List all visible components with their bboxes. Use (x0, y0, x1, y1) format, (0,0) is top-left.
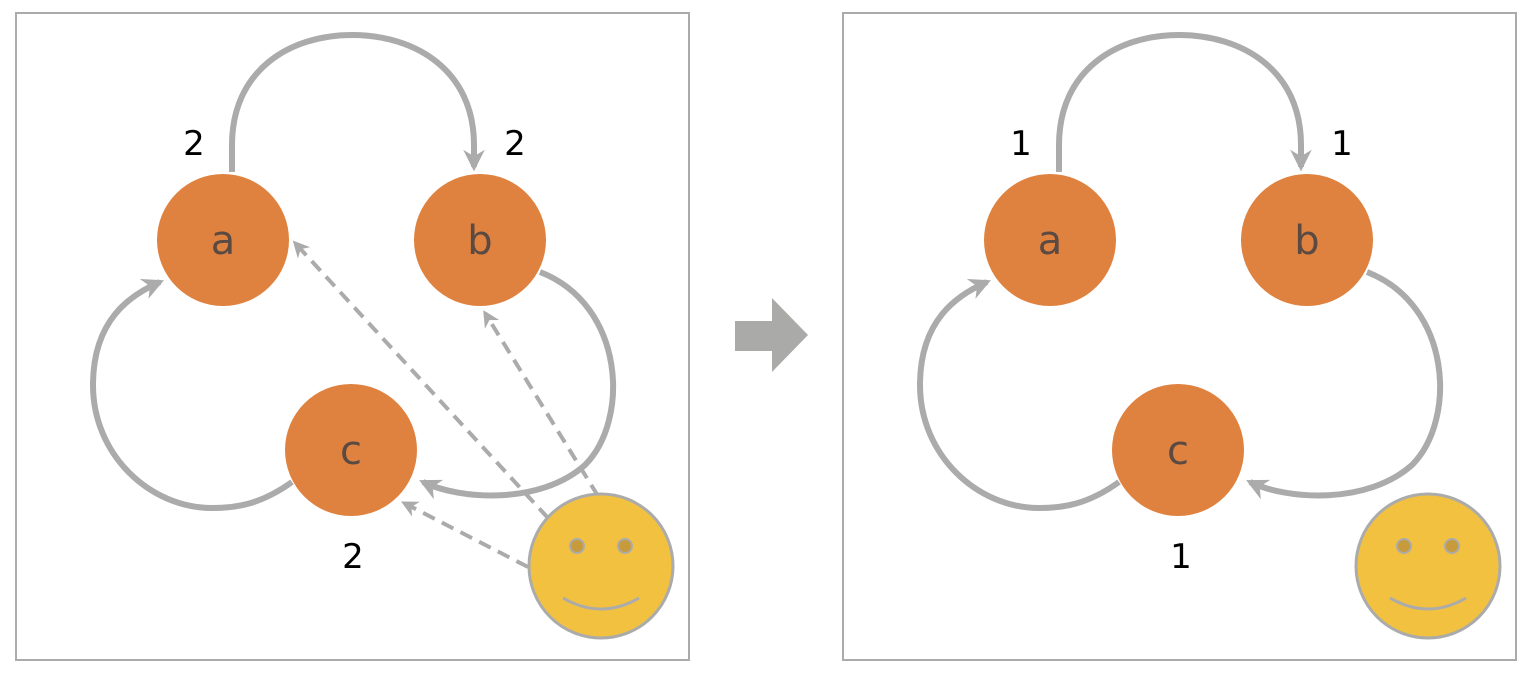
node-b-count: 1 (1331, 124, 1353, 164)
node-a[interactable]: a (984, 174, 1116, 306)
panel-before: a b c 2 2 2 (15, 12, 690, 661)
panel-border (15, 12, 690, 661)
edge-c-to-a (916, 278, 1121, 512)
node-a-label: a (1038, 218, 1063, 264)
node-c-label: c (340, 428, 362, 474)
edge-a-to-b (1056, 31, 1312, 172)
smiley-face-icon (527, 492, 675, 640)
node-a-label: a (211, 218, 236, 264)
edge-c-to-a (89, 278, 294, 512)
smiley-face-icon (1354, 492, 1502, 640)
node-a-count: 2 (183, 124, 205, 164)
node-a-count: 1 (1010, 124, 1032, 164)
panel-after: a b c 1 1 1 (842, 12, 1517, 661)
edge-a-to-b (229, 31, 485, 172)
right-arrow-icon (735, 298, 808, 372)
node-c[interactable]: c (285, 384, 417, 516)
node-a[interactable]: a (157, 174, 289, 306)
node-c-count: 1 (1170, 537, 1192, 577)
edge-b-to-c (1246, 269, 1444, 500)
node-b-count: 2 (504, 124, 526, 164)
node-b-label: b (467, 218, 492, 264)
node-c-count: 2 (342, 537, 364, 577)
node-b[interactable]: b (414, 174, 546, 306)
panel-border (842, 12, 1517, 661)
node-c-label: c (1167, 428, 1189, 474)
node-b[interactable]: b (1241, 174, 1373, 306)
edge-b-to-c (419, 269, 617, 500)
user-link-to-b (483, 310, 600, 498)
node-c[interactable]: c (1112, 384, 1244, 516)
user-link-to-c (401, 501, 529, 569)
node-b-label: b (1294, 218, 1319, 264)
